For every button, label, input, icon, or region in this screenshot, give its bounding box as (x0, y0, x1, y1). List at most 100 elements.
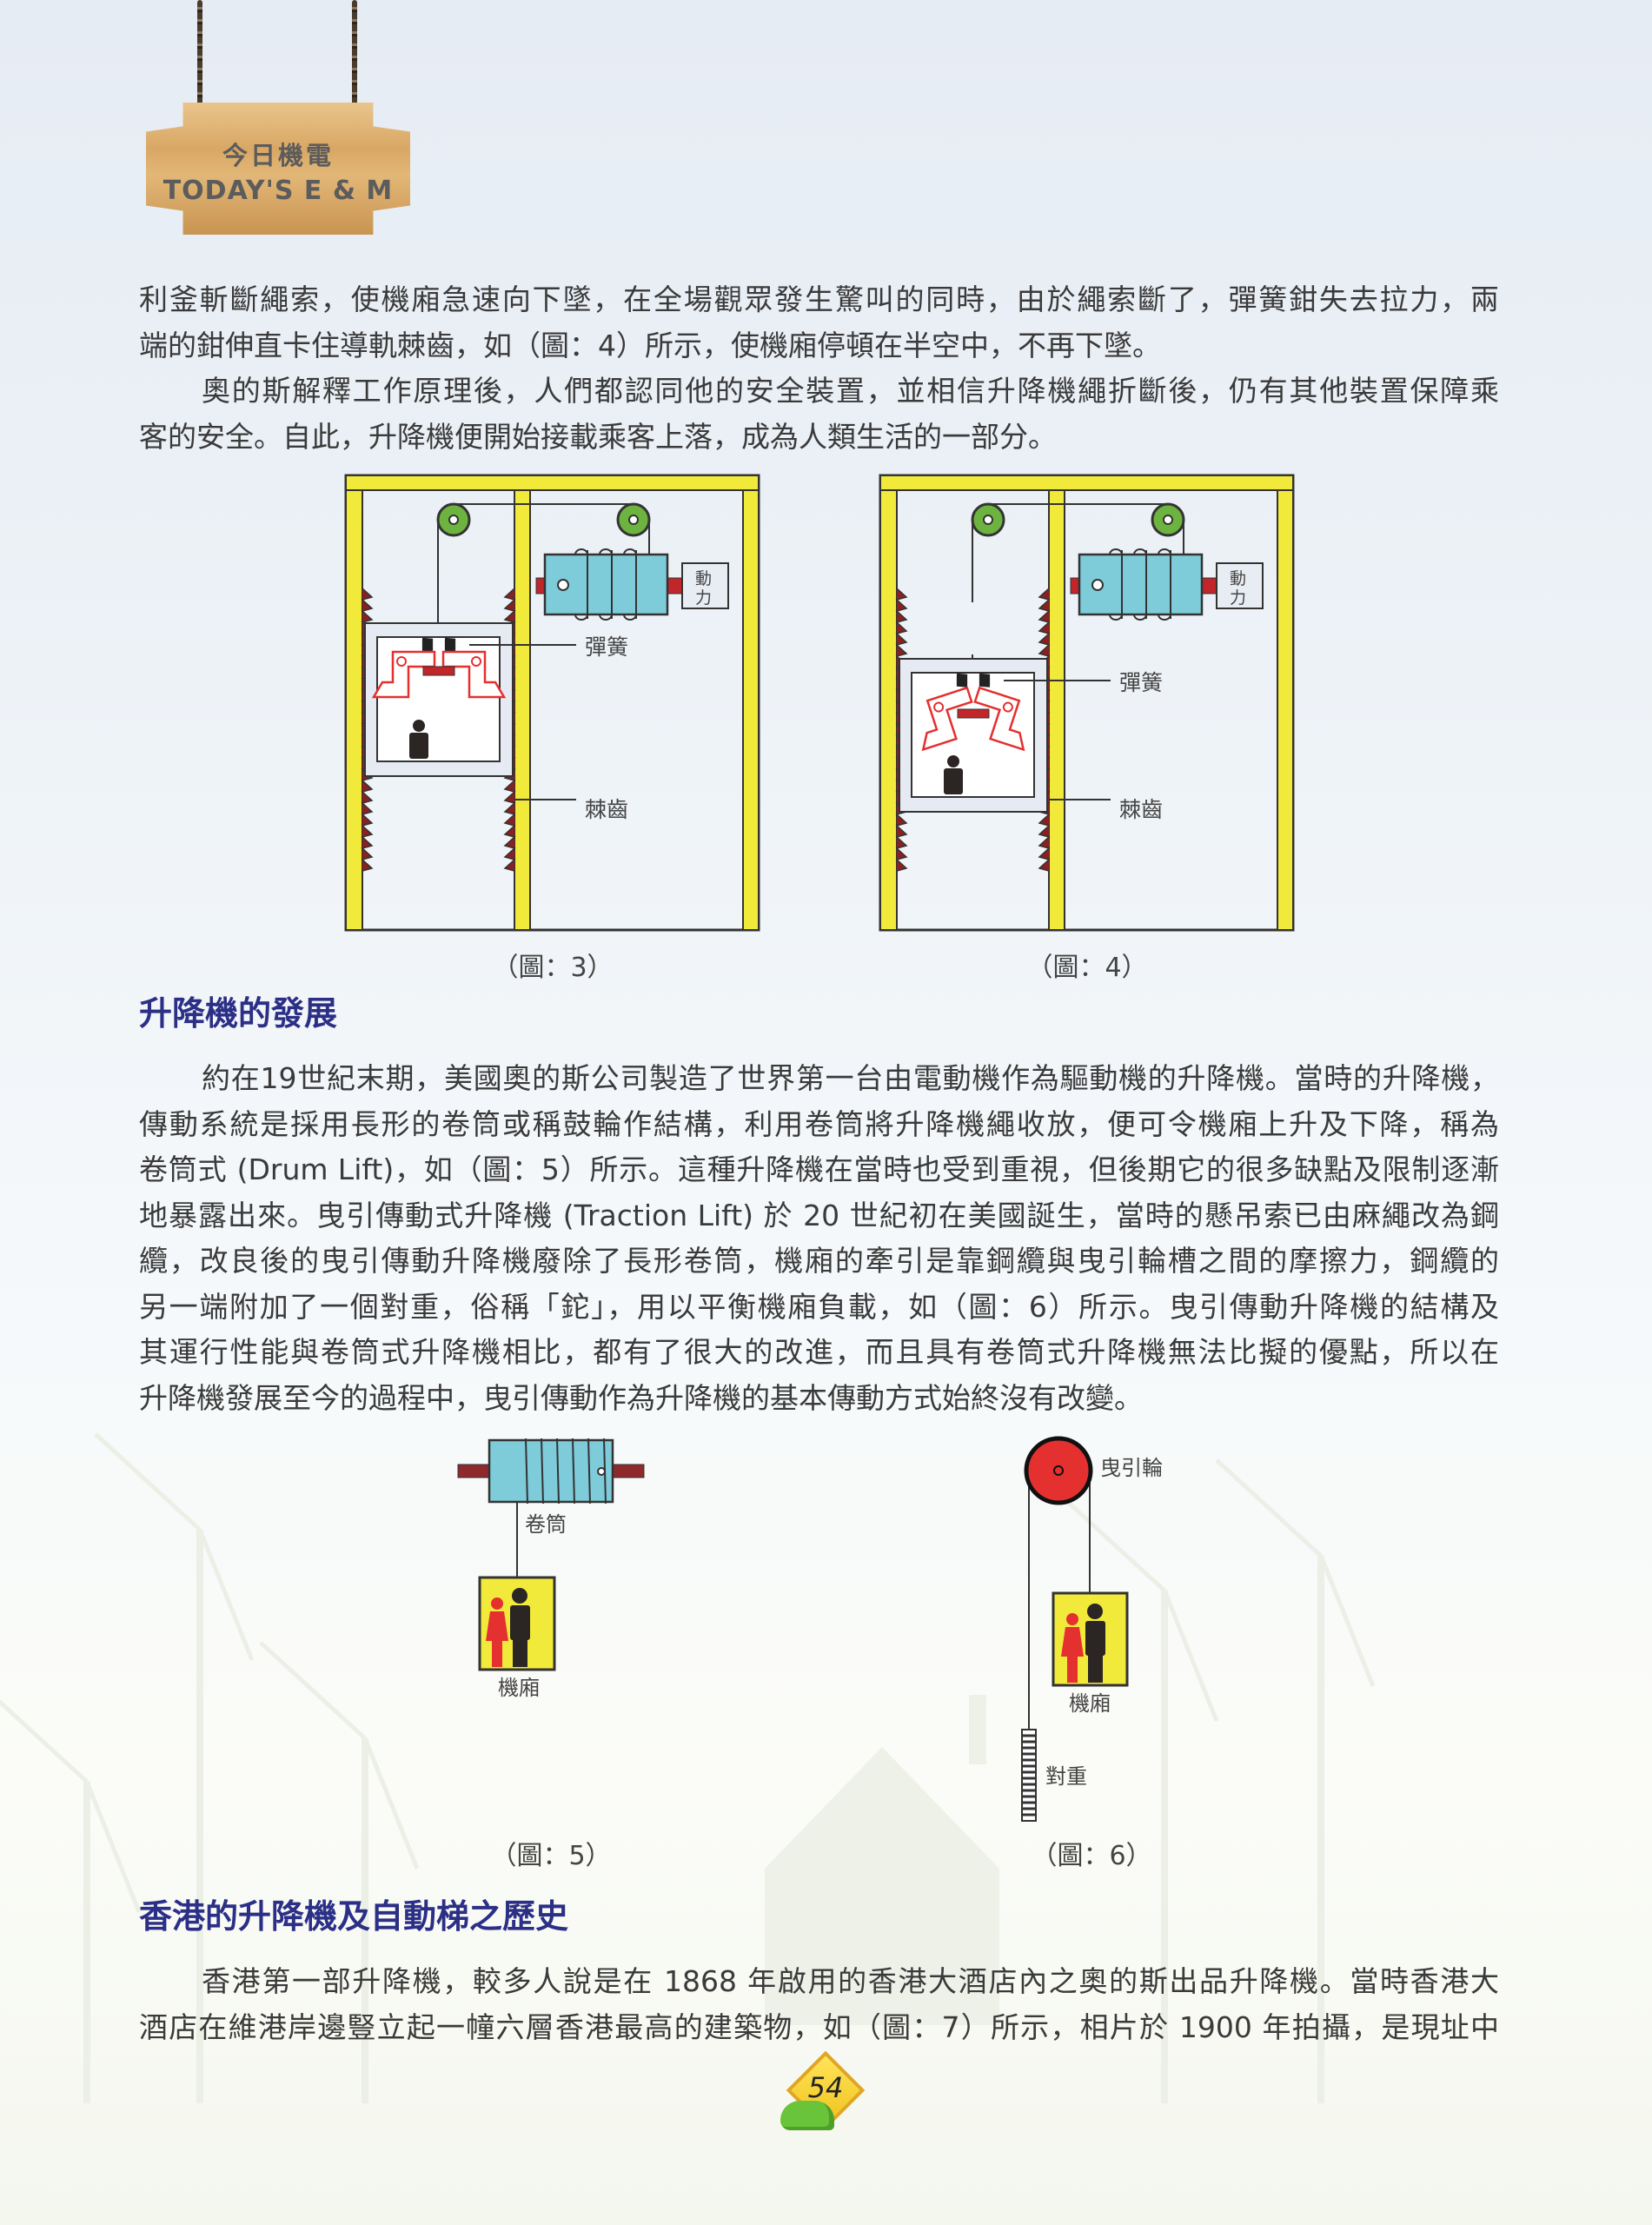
hk-lift-history-paragraph: 香港第一部升降機，較多人說是在 1868 年啟用的香港大酒店內之奧的斯出品升降機… (139, 1959, 1499, 2050)
drum-anchor (597, 1467, 606, 1476)
jaw-pivot (471, 656, 481, 667)
drum-coil-loop (599, 548, 613, 621)
text-line: 其運行性能與卷筒式升降機相比，都有了很大的改進，而且具有卷筒式升降機無法比擬的優… (139, 1335, 1499, 1369)
lift-development-paragraph: 約在19世紀末期，美國奧的斯公司製造了世界第一台由電動機作為驅動機的升降機。當時… (139, 1056, 1499, 1421)
text-line: 客的安全。自此，升降機便開始接載乘客上落，成為人類生活的一部分。 (139, 419, 1057, 454)
spring-icon (979, 673, 991, 687)
man-icon-legs (1088, 1655, 1103, 1683)
drum-coil (541, 1438, 544, 1504)
woman-icon-body (486, 1611, 508, 1641)
figure-5-diagram (457, 1438, 645, 1671)
text-line: 端的鉗伸直卡住導軌棘齒，如（圖：4）所示，使機廂停頓在半空中，不再下墜。 (139, 328, 1161, 362)
sign-chain-left (197, 0, 202, 115)
jaw-pivot (1002, 701, 1013, 713)
text-line: 酒店在維港岸邊豎立起一幢六層香港最高的建築物，如（圖：7）所示，相片於 1900… (139, 2009, 1499, 2044)
sign-title-en: TODAY'S E & M (163, 176, 394, 206)
fig5-drum-label: 卷筒 (525, 1512, 567, 1537)
spring-plate (422, 666, 455, 676)
drum-coil (525, 1438, 528, 1504)
person-icon-body (944, 768, 963, 794)
wind-turbine-blade (362, 1737, 420, 1870)
text-line: 香港第一部升降機，較多人說是在 1868 年啟用的香港大酒店內之奧的斯出品升降機… (202, 1964, 1499, 1998)
section-heading-hk-lift-history: 香港的升降機及自動梯之歷史 (139, 1897, 569, 1936)
drum-coil-loop (623, 548, 637, 621)
wind-turbine-blade (84, 1781, 142, 1913)
wind-turbine-blade (1318, 1555, 1376, 1687)
figure-5-caption: （圖：5） (490, 1841, 612, 1871)
section-heading-lift-development: 升降機的發展 (139, 994, 338, 1033)
safety-jaw-left (371, 650, 436, 699)
man-icon-body (510, 1605, 530, 1640)
figure-6-diagram (1021, 1436, 1129, 1822)
woman-icon-head (491, 1597, 503, 1610)
drum-coil (587, 1438, 591, 1504)
section-sign-logo: 今日機電 TODAY'S E & M (146, 103, 410, 235)
power-box (681, 562, 729, 609)
text-line: 升降機發展至今的過程中，曳引傳動作為升降機的基本傳動方式始終沒有改變。 (139, 1380, 1143, 1415)
fig3-ratchet-label: 棘齒 (585, 797, 628, 822)
drum-anchor (1091, 579, 1104, 591)
text-line: 傳動系統是採用長形的卷筒或稱鼓輪作結構，利用卷筒將升降機繩收放，便可令機廂上升及… (139, 1106, 1499, 1141)
figure-3-diagram (344, 474, 760, 932)
text-line: 地暴露出來。曳引傳動式升降機 (Traction Lift) 於 20 世紀初在… (139, 1198, 1499, 1232)
fig4-power-label-1: 動 (1230, 569, 1246, 588)
drum-coil-loop (1133, 548, 1147, 621)
woman-icon-legs (492, 1641, 502, 1667)
wind-turbine-blade (94, 1432, 202, 1531)
sheave-axle (1053, 1465, 1064, 1476)
figure-4-caption: （圖：4） (1026, 953, 1148, 983)
spring-icon (421, 637, 434, 652)
pulley-axle (983, 515, 993, 525)
fig5-car-label: 機廂 (498, 1676, 540, 1700)
winding-drum (488, 1438, 614, 1504)
fig6-sheave-label: 曳引輪 (1100, 1456, 1163, 1480)
power-box (1216, 562, 1264, 609)
guide-rail-post (514, 489, 531, 931)
drum-coil (572, 1438, 575, 1504)
page-number-badge: 54 (780, 2050, 866, 2130)
counterweight (1021, 1729, 1037, 1822)
pulley-axle (1163, 515, 1173, 525)
page-number: 54 (807, 2071, 844, 2104)
safety-jaw-right (441, 650, 507, 699)
drum-coil-loop (574, 548, 588, 621)
background-house (765, 1747, 999, 2025)
person-icon-body (409, 733, 428, 759)
jaw-pivot (396, 656, 407, 667)
fig3-power-label-2: 力 (695, 588, 712, 608)
guide-rail-post (879, 489, 898, 931)
man-icon-body (1085, 1621, 1105, 1656)
fig3-spring-label: 彈簧 (585, 634, 628, 660)
person-icon-head (413, 720, 425, 732)
drum-shaft (1070, 577, 1080, 594)
fig3-power-label-1: 動 (695, 569, 712, 588)
wind-turbine-blade (1058, 1493, 1166, 1592)
man-icon-head (512, 1588, 527, 1604)
fig4-power-label-2: 力 (1230, 588, 1246, 608)
drum-anchor (557, 579, 569, 591)
fig6-car-label: 機廂 (1069, 1691, 1111, 1716)
text-line: 奧的斯解釋工作原理後，人們都認同他的安全裝置，並相信升降機繩折斷後，仍有其他裝置… (202, 374, 1499, 408)
sign-title-zh: 今日機電 (222, 141, 334, 170)
drum-shaft (535, 577, 546, 594)
wind-turbine-blade (197, 1529, 255, 1661)
drum-coil-loop (1109, 548, 1123, 621)
jaw-pivot (933, 701, 945, 713)
person-icon-head (947, 755, 959, 767)
top-beam (879, 475, 1294, 491)
figure-6-caption: （圖：6） (1031, 1841, 1152, 1871)
sign-chain-right (352, 0, 357, 115)
fig4-ratchet-label: 棘齒 (1119, 797, 1163, 822)
wind-turbine-blade (0, 1698, 89, 1783)
pulley-axle (628, 515, 639, 525)
background-landscape (0, 1432, 1376, 2103)
drum-coil-loop (1158, 548, 1171, 621)
wind-turbine-blade (1162, 1590, 1219, 1722)
woman-icon-body (1061, 1627, 1084, 1657)
text-line: 卷筒式 (Drum Lift)，如（圖：5）所示。這種升降機在當時也受到重視，但… (139, 1152, 1499, 1186)
man-icon-head (1087, 1604, 1103, 1619)
intro-paragraph-1: 利釜斬斷繩索，使機廂急速向下墜，在全場觀眾發生驚叫的同時，由於繩索斷了，彈簧鉗失… (139, 277, 1499, 369)
pulley-axle (448, 515, 459, 525)
wind-turbine-blade (1215, 1458, 1323, 1558)
